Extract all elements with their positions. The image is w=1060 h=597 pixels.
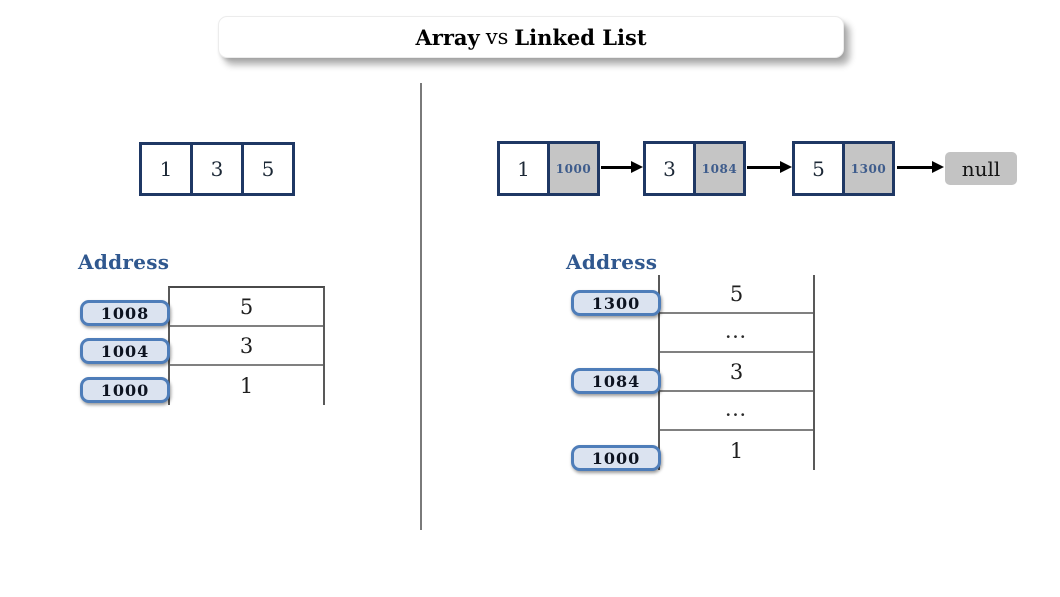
linked-list-node: 3 1084 (643, 141, 746, 196)
node-address: 1000 (550, 144, 597, 193)
address-pill: 1008 (80, 300, 170, 326)
memory-cell-value: 3 (170, 327, 323, 366)
array-cell: 3 (193, 145, 244, 193)
array-cell: 5 (261, 157, 275, 181)
title-array: Array (415, 24, 480, 50)
next-pointer-arrow (897, 161, 944, 173)
center-divider-line (420, 83, 422, 530)
array-cell: 1 (142, 145, 193, 193)
memory-cell-ellipsis: ... (660, 392, 813, 431)
array-address-label: Address (78, 250, 170, 274)
title-linked-list: Linked List (514, 24, 647, 50)
array-cells: 1 3 5 (139, 142, 295, 196)
memory-cell-ellipsis: ... (660, 314, 813, 353)
linked-list-node: 5 1300 (792, 141, 895, 196)
memory-cell-value: 1 (729, 438, 744, 463)
next-pointer-arrow (747, 161, 792, 173)
node-address: 1084 (696, 144, 743, 193)
memory-cell-value: 5 (660, 275, 813, 314)
address-pill: 1000 (80, 377, 170, 403)
array-memory-table: 5 3 1 (168, 286, 325, 405)
linked-list-address-label: Address (566, 250, 658, 274)
memory-cell-value: 3 (660, 353, 813, 392)
null-terminator: null (945, 152, 1017, 185)
linked-list-node: 1 1000 (497, 141, 600, 196)
title-vs: vs (485, 25, 509, 49)
node-value: 3 (646, 144, 696, 193)
memory-cell-value: 5 (170, 288, 323, 327)
address-pill: 1084 (571, 368, 661, 394)
title-banner: Array vs Linked List (218, 16, 844, 58)
next-pointer-arrow (601, 161, 643, 173)
node-value: 1 (500, 144, 550, 193)
linked-list-memory-table: 5 ... 3 ... 1 (658, 275, 815, 470)
address-pill: 1300 (571, 290, 661, 316)
address-pill: 1000 (571, 445, 661, 471)
memory-cell-value: 1 (239, 373, 254, 398)
node-address: 1300 (845, 144, 892, 193)
node-value: 5 (795, 144, 845, 193)
address-pill: 1004 (80, 338, 170, 364)
